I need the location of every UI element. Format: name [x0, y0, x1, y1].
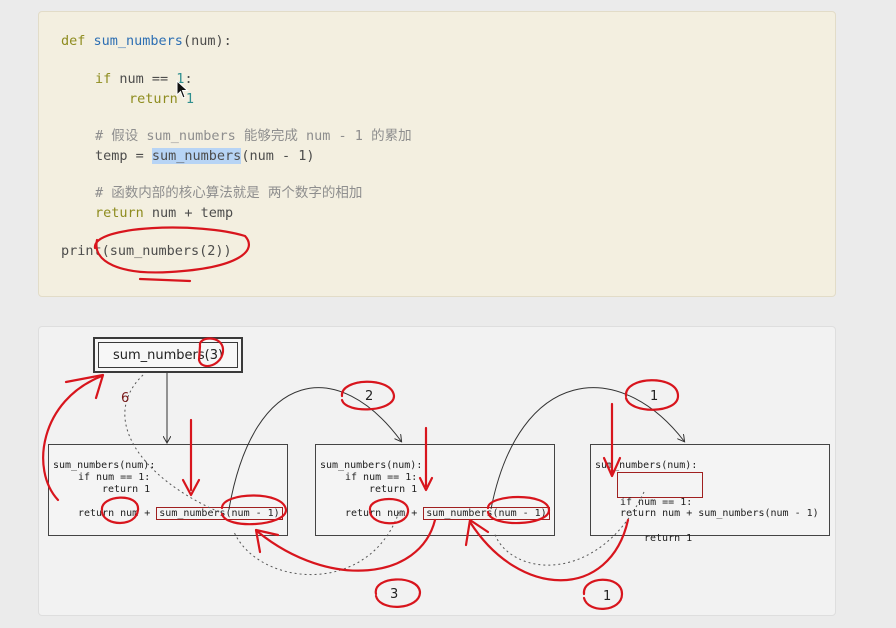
frame-condition: if num == 1: [345, 472, 418, 483]
frame-return-full: return num + sum_numbers(num - 1) [620, 508, 819, 519]
frame-return-1: return 1 [644, 533, 693, 544]
call-frame-1: sum_numbers(num): if num == 1: return 1 … [48, 444, 288, 536]
code-line-return-sum: return num + temp [95, 203, 233, 223]
condition-text: num == [111, 71, 177, 87]
call-frame-3: sum_numbers(num): if num == 1: return 1 … [590, 444, 830, 544]
frame-header: sum_numbers(num): [595, 460, 698, 471]
code-comment-1: # 假设 sum_numbers 能够完成 num - 1 的累加 [95, 128, 412, 144]
keyword-return: return [95, 205, 144, 221]
step-label-1-top: 1 [650, 389, 659, 404]
code-line-def: def sum_numbers(num): [61, 31, 232, 51]
code-comment-2: # 函数内部的核心算法就是 两个数字的相加 [95, 185, 363, 201]
mouse-cursor-icon [176, 80, 189, 99]
call-frame-2: sum_numbers(num): if num == 1: return 1 … [315, 444, 555, 536]
frame-return-1: return 1 [369, 484, 418, 495]
frame-recursive-call: sum_numbers(num - 1) [423, 507, 550, 520]
frame-base-case: if num == 1: return 1 [617, 472, 703, 544]
step-label-3: 3 [390, 587, 399, 602]
temp-assign: temp = [95, 148, 152, 164]
selected-call[interactable]: sum_numbers [151, 148, 242, 164]
step-label-1-bottom: 1 [603, 589, 612, 604]
frame-header: sum_numbers(num): [320, 460, 423, 471]
condition-number: 1 [176, 71, 185, 87]
initial-call-label: sum_numbers(3) [98, 342, 238, 368]
keyword-return: return [129, 91, 178, 107]
return-expression: num + temp [143, 205, 234, 221]
frame-header: sum_numbers(num): [53, 460, 156, 471]
frame-return-prefix: return num + [345, 508, 424, 519]
frame-return-line: return num + sum_numbers(num - 1) [78, 507, 283, 520]
keyword-if: if [95, 71, 112, 87]
step-label-2: 2 [365, 389, 374, 404]
code-line-return-1: return 1 [129, 89, 194, 109]
call-args: (num - 1) [241, 148, 315, 164]
frame-return-prefix: return num + [78, 508, 157, 519]
frame-return-line: return num + sum_numbers(num - 1) [345, 507, 550, 520]
frame-return-1: return 1 [102, 484, 151, 495]
return-value-label: 6 [121, 391, 130, 406]
keyword-def: def [61, 33, 86, 49]
initial-call-box: sum_numbers(3) [93, 337, 243, 373]
code-editor-panel[interactable]: def sum_numbers(num): if num == 1: retur… [38, 11, 836, 297]
code-line-temp: temp = sum_numbers(num - 1) [95, 146, 314, 166]
function-name: sum_numbers [93, 33, 183, 49]
frame-condition: if num == 1: [78, 472, 151, 483]
frame-recursive-call: sum_numbers(num - 1) [156, 507, 283, 520]
code-line-print: print(sum_numbers(2)) [61, 243, 232, 259]
function-params: (num): [182, 33, 232, 49]
recursion-diagram-panel: sum_numbers(3) sum_numbers(num): if num … [38, 326, 836, 616]
code-line-if: if num == 1: [95, 69, 193, 89]
condition-colon: : [184, 71, 193, 87]
return-value: 1 [177, 91, 195, 107]
